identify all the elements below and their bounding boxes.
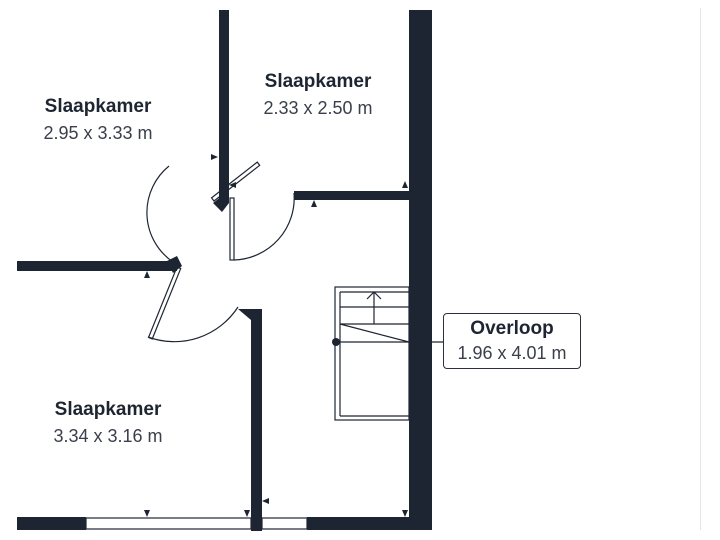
marker [144, 510, 150, 517]
room-dimensions: 2.95 x 3.33 m [43, 123, 153, 143]
stairwell [334, 286, 410, 421]
opening-markers [144, 154, 408, 517]
interior-wall-top-bedrooms [219, 10, 229, 203]
stairs [334, 286, 443, 421]
room-name: Slaapkamer [54, 399, 162, 420]
door-swing-top-left [146, 165, 174, 263]
room-dimensions: 3.34 x 3.16 m [53, 426, 163, 446]
room-dimensions: 2.33 x 2.50 m [263, 98, 373, 118]
room-name: Slaapkamer [44, 96, 152, 117]
interior-wall-left [17, 261, 177, 271]
window-bottom-left [85, 517, 252, 530]
walls [17, 10, 432, 531]
window-bottom-right [261, 517, 308, 530]
room-name: Slaapkamer [264, 71, 372, 92]
stair-leader-dot [332, 338, 340, 346]
interior-wall-bottom-bedroom [251, 309, 262, 531]
room-label-bedroom-bottom: Slaapkamer 3.34 x 3.16 m [38, 399, 178, 447]
room-dimensions: 1.96 x 4.01 m [457, 343, 567, 363]
doors [146, 161, 295, 343]
stair-arrow-head [366, 291, 382, 300]
windows [85, 517, 308, 530]
marker [229, 182, 236, 188]
exterior-wall-bottom-left [17, 517, 86, 530]
door-leaf-top-left [210, 161, 261, 202]
exterior-wall-bottom-right [307, 517, 417, 530]
marker [311, 200, 317, 207]
interior-wall-top-right-bedroom [294, 191, 410, 200]
door-swing-top-right [233, 192, 295, 261]
exterior-wall-right [409, 10, 432, 530]
door-leaf-top-right [229, 197, 235, 261]
marker [402, 510, 408, 517]
marker [144, 271, 150, 278]
marker [244, 510, 250, 517]
door-leaf-bottom [147, 266, 182, 340]
marker [262, 498, 269, 504]
wall-corner-bottom [238, 309, 262, 320]
stair-break-line [339, 323, 410, 343]
room-label-bedroom-top-right: Slaapkamer 2.33 x 2.50 m [248, 71, 388, 119]
wall-corner-top [213, 196, 229, 212]
room-label-landing: Overloop 1.96 x 4.01 m [443, 313, 581, 369]
room-name: Overloop [470, 318, 554, 339]
page-edge-line [700, 8, 701, 530]
marker [402, 181, 408, 188]
marker [211, 154, 218, 160]
door-swing-bottom [147, 306, 239, 343]
room-label-bedroom-top-left: Slaapkamer 2.95 x 3.33 m [28, 96, 168, 144]
